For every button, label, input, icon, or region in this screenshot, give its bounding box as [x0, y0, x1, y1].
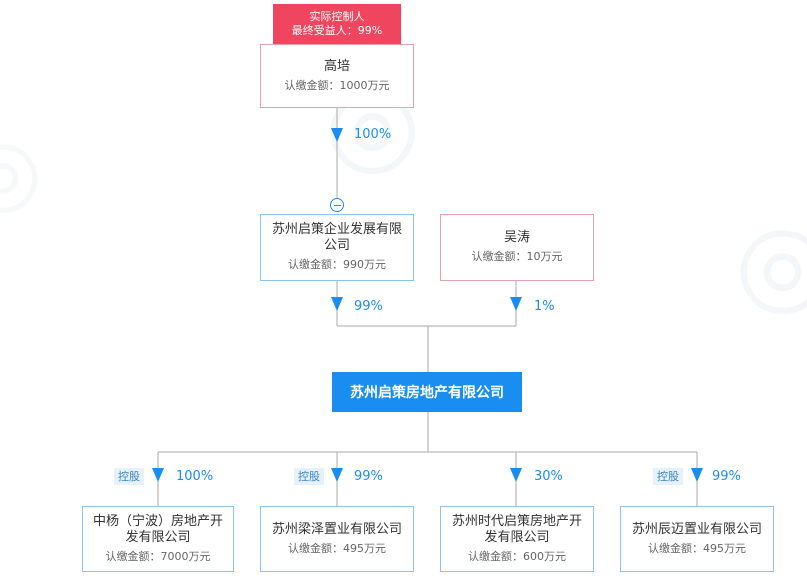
- node-amount: 认缴金额：495万元: [288, 541, 386, 555]
- node-qice-enterprise[interactable]: 苏州启策企业发展有限公司 认缴金额：990万元: [260, 214, 414, 281]
- node-name: 苏州梁泽置业有限公司: [271, 521, 402, 537]
- control-tag: 控股: [114, 468, 144, 485]
- arrow-icon: [331, 468, 343, 482]
- arrow-icon: [152, 468, 164, 482]
- node-name: 高培: [323, 58, 350, 74]
- badge-line-2: 最终受益人：99%: [291, 24, 383, 37]
- control-tag: 控股: [294, 468, 324, 485]
- node-name: 中杨（宁波）房地产开发有限公司: [92, 513, 223, 545]
- node-wutao[interactable]: 吴涛 认缴金额：10万元: [440, 214, 594, 281]
- node-shidai[interactable]: 苏州时代启策房地产开发有限公司 认缴金额：600万元: [440, 506, 594, 572]
- pct-label: 1%: [534, 299, 555, 314]
- node-name: 苏州启策企业发展有限公司: [271, 222, 402, 253]
- node-amount: 认缴金额：1000万元: [284, 78, 390, 92]
- arrow-icon: [510, 468, 522, 482]
- node-amount: 认缴金额：7000万元: [105, 549, 211, 563]
- arrow-icon: [331, 297, 343, 311]
- arrow-icon: [691, 468, 703, 482]
- collapse-toggle-icon[interactable]: [330, 198, 344, 212]
- node-name: 苏州时代启策房地产开发有限公司: [451, 513, 582, 545]
- control-tag: 控股: [653, 468, 683, 485]
- arrow-icon: [331, 128, 343, 142]
- node-zhongyang[interactable]: 中杨（宁波）房地产开发有限公司 认缴金额：7000万元: [82, 506, 234, 572]
- root-company[interactable]: 苏州启策房地产有限公司: [332, 372, 522, 412]
- node-amount: 认缴金额：495万元: [648, 541, 746, 555]
- node-name: 苏州辰迈置业有限公司: [631, 521, 762, 537]
- badge-line-1: 实际控制人: [309, 10, 365, 23]
- node-amount: 认缴金额：990万元: [288, 258, 386, 271]
- node-amount: 认缴金额：600万元: [468, 549, 566, 563]
- pct-label: 99%: [354, 469, 383, 484]
- arrow-icon: [510, 297, 522, 311]
- pct-label: 100%: [354, 127, 392, 142]
- node-amount: 认缴金额：10万元: [471, 250, 563, 263]
- node-name: 吴涛: [503, 230, 530, 245]
- node-gaopei[interactable]: 高培 认缴金额：1000万元: [260, 44, 414, 108]
- pct-label: 100%: [176, 469, 214, 484]
- pct-label: 99%: [354, 299, 383, 314]
- pct-label: 30%: [534, 469, 563, 484]
- node-liangze[interactable]: 苏州梁泽置业有限公司 认缴金额：495万元: [260, 506, 414, 572]
- node-chenmai[interactable]: 苏州辰迈置业有限公司 认缴金额：495万元: [620, 506, 774, 572]
- actual-controller-badge: 实际控制人 最终受益人：99%: [273, 4, 401, 44]
- pct-label: 99%: [712, 469, 741, 484]
